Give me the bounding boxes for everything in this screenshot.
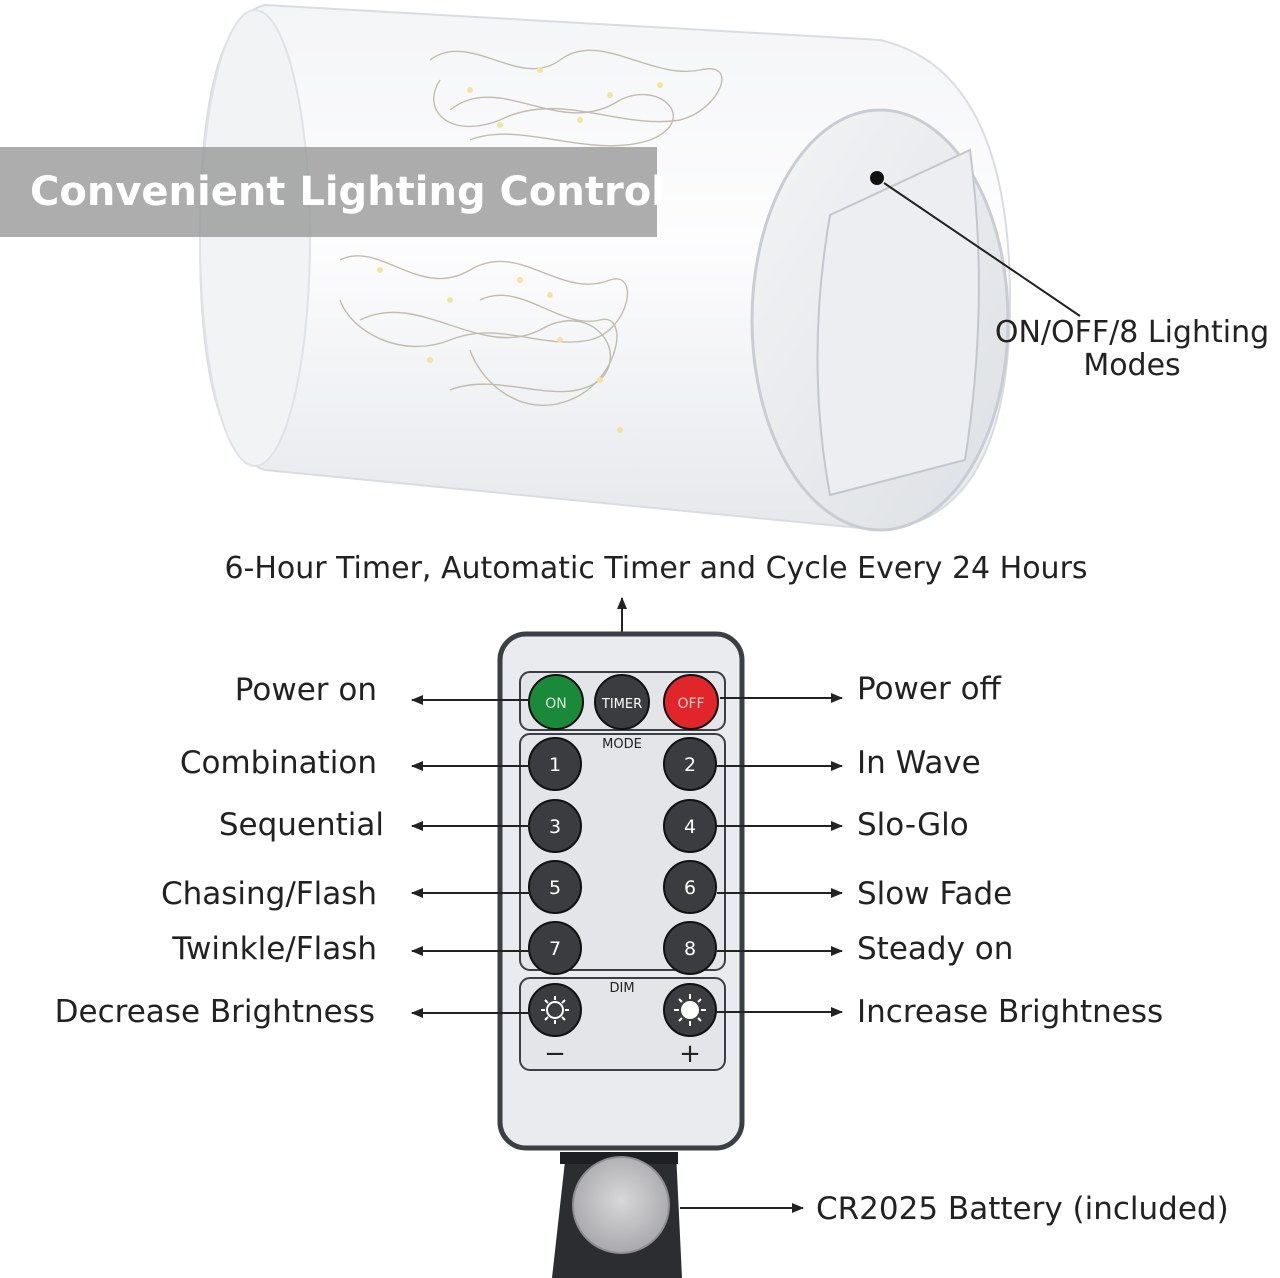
dim-sun-icon — [541, 996, 569, 1024]
mode-button-5[interactable] — [528, 860, 582, 914]
remote-control: ON TIMER OFF MODE DIM 1 2 3 4 5 6 7 8 − + — [497, 631, 745, 1278]
mode-button-6-label: 6 — [684, 877, 696, 899]
mode-button-5-label: 5 — [549, 877, 561, 899]
dim-label: DIM — [609, 981, 634, 996]
battery-tray — [552, 1152, 682, 1278]
cr2025-battery-icon — [572, 1156, 670, 1254]
label-combination: Combination — [179, 745, 377, 781]
battery-compartment-cover — [816, 148, 980, 497]
label-power-on: Power on — [234, 672, 377, 708]
timer-callout: 6-Hour Timer, Automatic Timer and Cycle … — [224, 551, 1088, 586]
timer-button-label: TIMER — [601, 697, 642, 712]
decrease-brightness-button[interactable] — [528, 983, 582, 1037]
mode-buttons: 1 2 3 4 5 6 7 8 — [528, 737, 717, 975]
battery-callout: CR2025 Battery (included) — [816, 1191, 1229, 1227]
mode-button-3-label: 3 — [549, 816, 561, 838]
label-slow-fade: Slow Fade — [857, 876, 1013, 912]
off-button-label: OFF — [677, 696, 704, 712]
label-sequential: Sequential — [218, 807, 384, 843]
label-power-off: Power off — [857, 671, 1001, 707]
mode-label: MODE — [602, 737, 642, 752]
label-decrease-brightness: Decrease Brightness — [54, 994, 375, 1030]
bright-sun-icon — [674, 994, 706, 1026]
title-banner: Convenient Lighting Control — [0, 147, 665, 237]
mode-button-4[interactable] — [663, 799, 717, 853]
label-twinkle-flash: Twinkle/Flash — [172, 931, 377, 967]
fairy-light-bulbs — [377, 67, 663, 433]
mode-button-7[interactable] — [528, 921, 582, 975]
mode-button-7-label: 7 — [549, 938, 561, 960]
on-button-label: ON — [545, 696, 567, 712]
label-increase-brightness: Increase Brightness — [857, 994, 1164, 1030]
plus-symbol: + — [679, 1039, 701, 1069]
on-button[interactable] — [528, 674, 584, 730]
label-steady-on: Steady on — [857, 931, 1014, 967]
label-slo-glo: Slo-Glo — [857, 807, 969, 843]
mode-button-8-label: 8 — [684, 938, 696, 960]
switch-callout-line2: Modes — [1083, 348, 1181, 383]
mode-button-4-label: 4 — [684, 816, 696, 838]
minus-symbol: − — [544, 1039, 566, 1069]
timer-button[interactable] — [594, 674, 650, 730]
mode-button-2-label: 2 — [684, 754, 696, 776]
mode-button-1[interactable] — [528, 737, 582, 791]
switch-callout-line — [883, 182, 1081, 317]
power-switch-icon — [870, 171, 884, 185]
switch-callout-line1: ON/OFF/8 Lighting — [994, 315, 1270, 350]
banner-title: Convenient Lighting Control — [30, 169, 665, 215]
cylinder-lamp — [198, 3, 1012, 532]
off-button[interactable] — [663, 674, 719, 730]
label-chasing-flash: Chasing/Flash — [160, 876, 377, 912]
mode-button-1-label: 1 — [549, 754, 561, 776]
switch-callout: ON/OFF/8 Lighting Modes — [984, 316, 1280, 382]
cylinder-left-end — [199, 9, 311, 467]
mode-button-8[interactable] — [663, 921, 717, 975]
callout-arrows — [411, 693, 843, 1213]
mode-button-6[interactable] — [663, 860, 717, 914]
label-in-wave: In Wave — [857, 745, 981, 781]
mode-button-2[interactable] — [663, 737, 717, 791]
mode-panel — [519, 733, 726, 971]
